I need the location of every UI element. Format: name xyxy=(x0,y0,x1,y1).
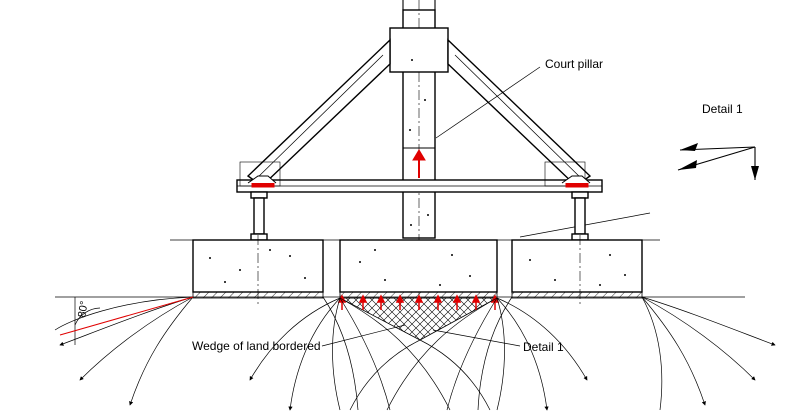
horizontal-beam xyxy=(236,161,603,193)
force-vector-icon xyxy=(677,143,759,180)
wedge-callout: Wedge of land bordered xyxy=(192,324,406,353)
footings xyxy=(192,59,643,305)
detail-1-top-label: Detail 1 xyxy=(702,102,743,116)
court-pillar-label: Court pillar xyxy=(545,57,603,71)
wedge-label: Wedge of land bordered xyxy=(192,339,321,353)
footing-right xyxy=(511,239,643,293)
angle-marker: 80° xyxy=(59,296,194,345)
load-arrow xyxy=(412,149,426,178)
court-pillar-callout: Court pillar xyxy=(435,57,603,139)
slip-lines xyxy=(54,296,776,411)
detail-1-bottom-label: Detail 1 xyxy=(523,340,564,354)
court-pillar xyxy=(389,0,449,300)
diagonal-braces xyxy=(246,38,592,187)
angle-label: 80° xyxy=(76,300,91,318)
footing-center xyxy=(339,239,498,293)
pillar-collar xyxy=(389,27,449,73)
detail-1-bottom-callout: Detail 1 xyxy=(432,329,564,354)
